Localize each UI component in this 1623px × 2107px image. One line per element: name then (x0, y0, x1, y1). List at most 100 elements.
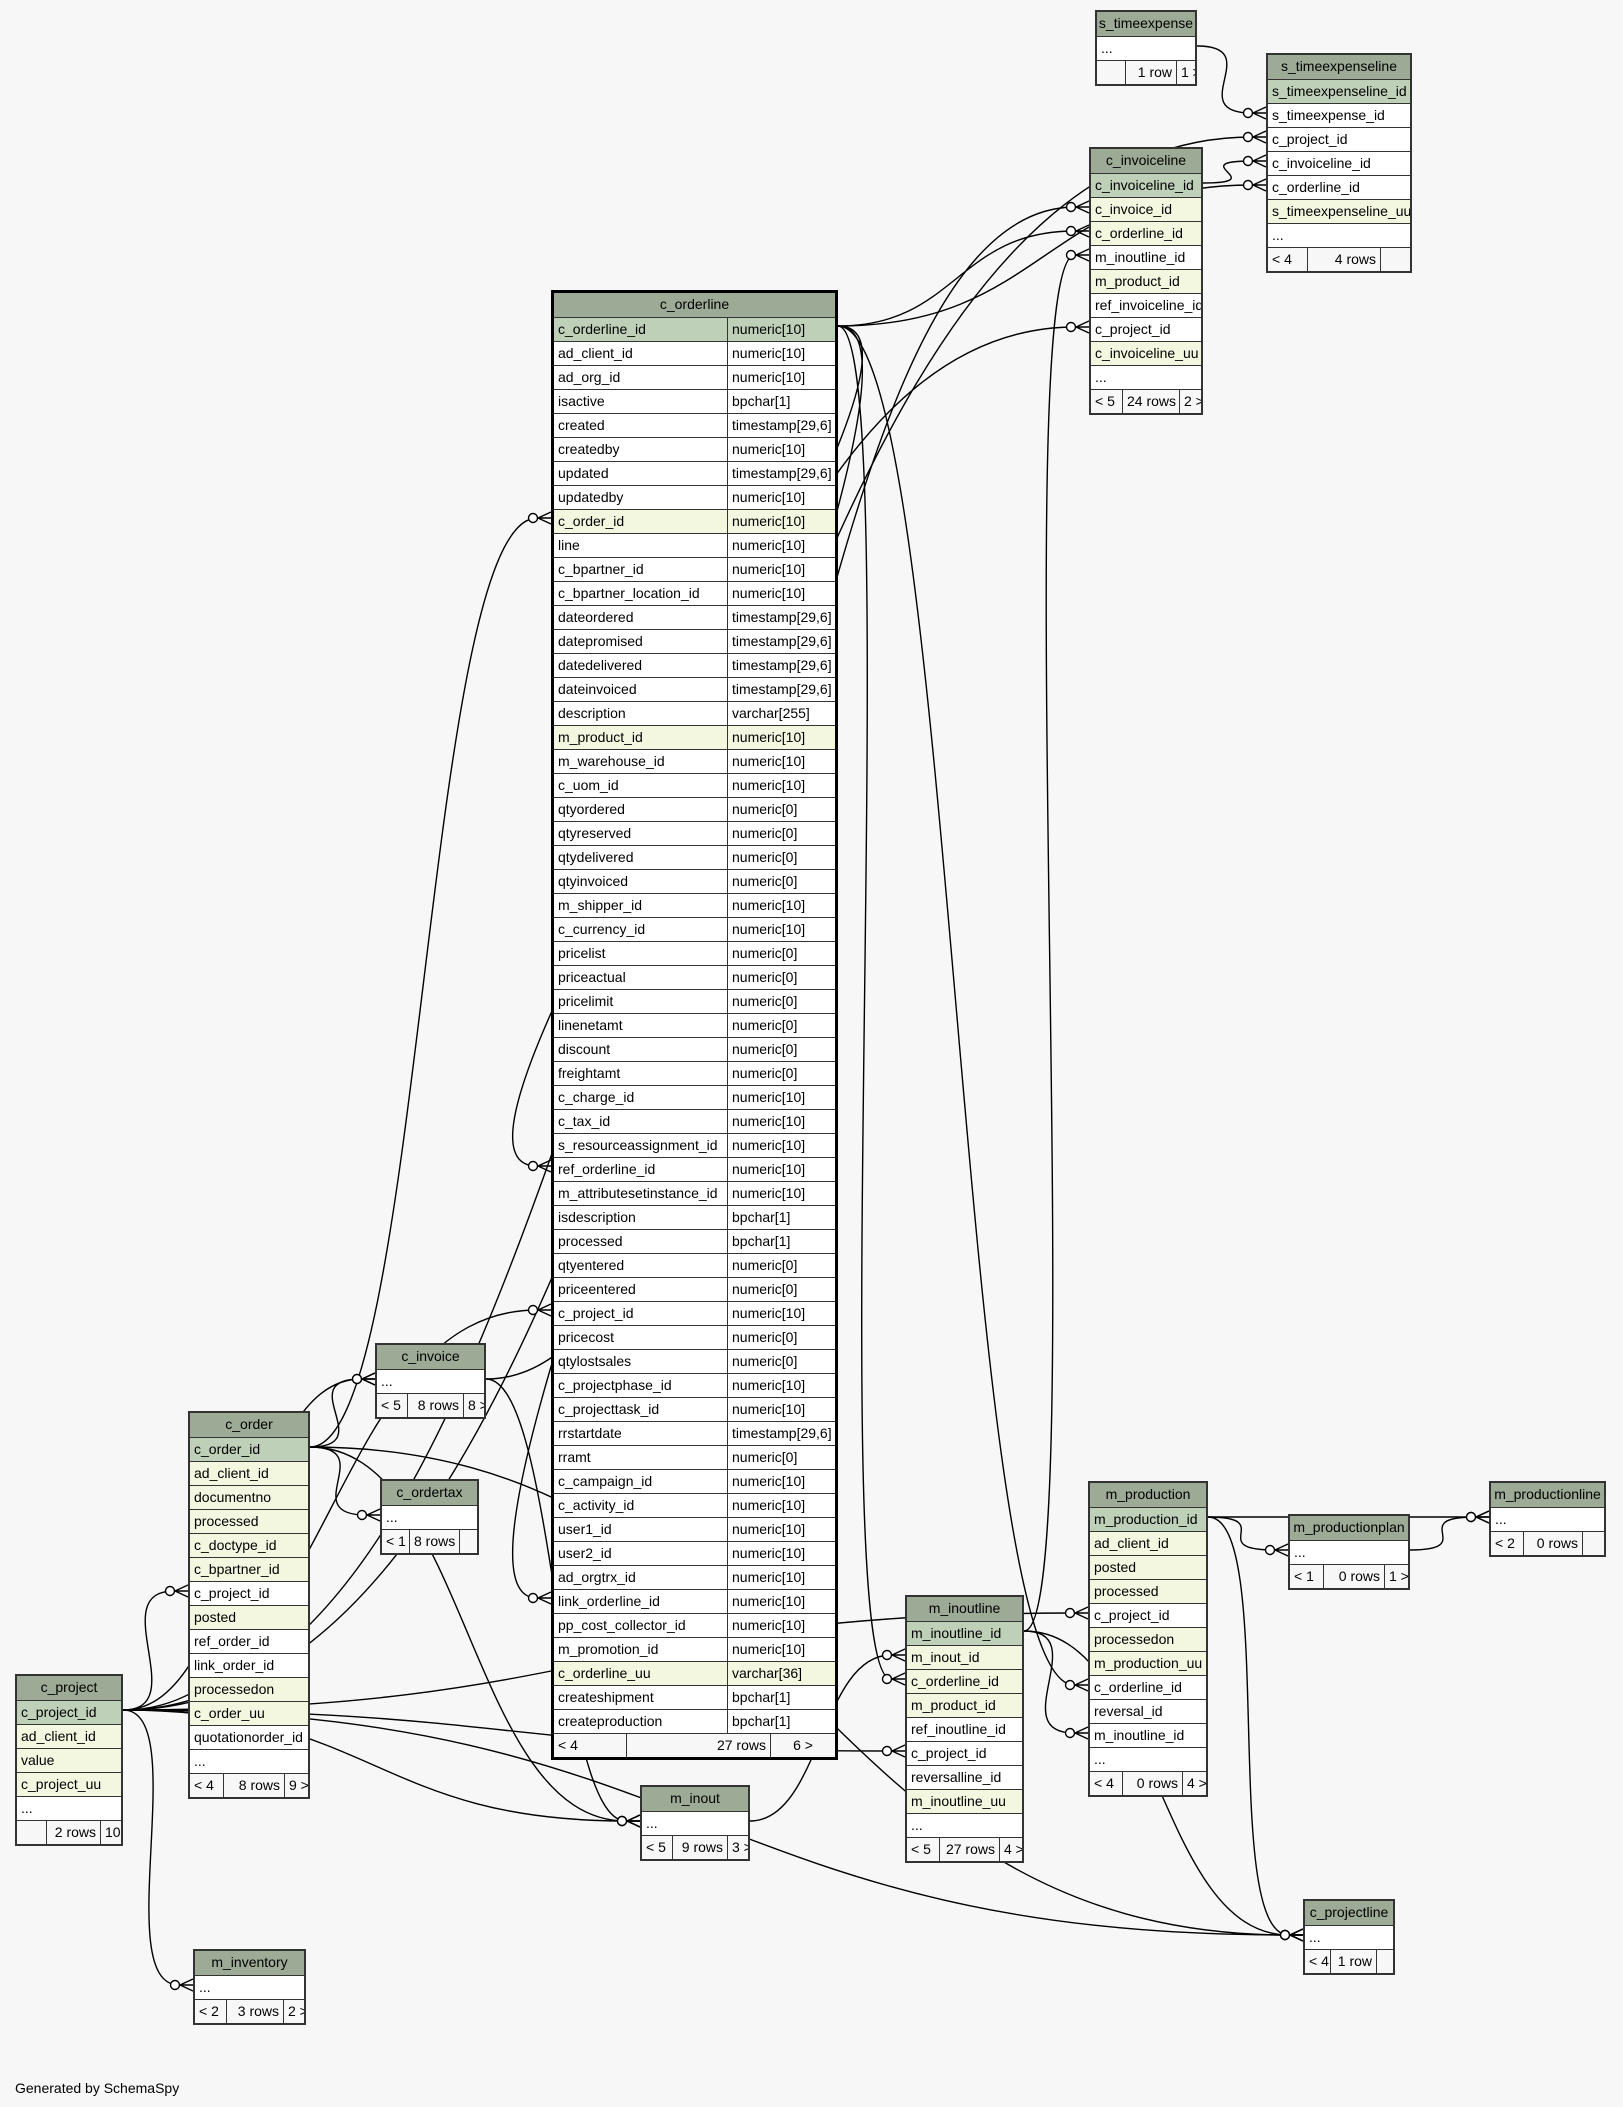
column-row[interactable]: c_project_id (17, 1700, 121, 1724)
children-link[interactable]: 10 > (100, 1821, 121, 1844)
table-title[interactable]: m_inoutline (907, 1597, 1022, 1621)
column-row[interactable]: c_order_uu (190, 1701, 308, 1725)
column-row[interactable]: c_project_id (1091, 317, 1201, 341)
column-row[interactable]: link_order_id (190, 1653, 308, 1677)
column-row[interactable]: m_production_id (1090, 1507, 1206, 1531)
more-columns-row[interactable]: ... (382, 1505, 477, 1529)
children-link[interactable] (1582, 1532, 1604, 1555)
table-title[interactable]: c_project (17, 1676, 121, 1700)
column-row[interactable]: c_bpartner_id (190, 1557, 308, 1581)
children-link[interactable] (1376, 1950, 1393, 1973)
column-row[interactable]: c_orderline_id (1268, 175, 1410, 199)
column-row[interactable]: m_production_uu (1090, 1651, 1206, 1675)
children-link[interactable]: 9 > (284, 1774, 308, 1797)
parents-link[interactable] (17, 1821, 46, 1844)
column-row[interactable]: s_timeexpenseline_uu (1268, 199, 1410, 223)
children-link[interactable]: 6 > (770, 1734, 835, 1757)
table-title[interactable]: m_inventory (195, 1951, 304, 1975)
column-row[interactable]: ad_client_id (1090, 1531, 1206, 1555)
column-row[interactable]: processedon (190, 1677, 308, 1701)
more-columns-row[interactable]: ... (1090, 1747, 1206, 1771)
column-row[interactable]: m_product_id (907, 1693, 1022, 1717)
column-row[interactable]: m_inoutline_id (907, 1621, 1022, 1645)
column-row[interactable]: c_invoiceline_uu (1091, 341, 1201, 365)
column-row[interactable]: c_project_id (1268, 127, 1410, 151)
parents-link[interactable]: < 4 (1094, 1775, 1114, 1791)
more-columns-row[interactable]: ... (1097, 36, 1195, 60)
column-row[interactable]: value (17, 1748, 121, 1772)
more-columns-row[interactable]: ... (17, 1796, 121, 1820)
children-link[interactable]: 3 > (727, 1836, 748, 1859)
column-row[interactable]: quotationorder_id (190, 1725, 308, 1749)
parents-link[interactable]: < 1 (386, 1533, 406, 1549)
column-row[interactable]: ref_inoutline_id (907, 1717, 1022, 1741)
column-row[interactable]: c_orderline_id (1090, 1675, 1206, 1699)
column-row[interactable]: s_timeexpenseline_id (1268, 79, 1410, 103)
children-link[interactable]: 8 > (463, 1394, 484, 1417)
column-row[interactable]: documentno (190, 1485, 308, 1509)
column-row[interactable]: ad_client_id (190, 1461, 308, 1485)
children-link[interactable] (1380, 248, 1410, 271)
column-row[interactable]: c_project_id (1090, 1603, 1206, 1627)
table-title[interactable]: s_timeexpense (1097, 12, 1195, 36)
column-row[interactable]: reversal_id (1090, 1699, 1206, 1723)
table-title[interactable]: c_order (190, 1413, 308, 1437)
more-columns-row[interactable]: ... (1268, 223, 1410, 247)
more-columns-row[interactable]: ... (1091, 365, 1201, 389)
column-row[interactable]: c_invoice_id (1091, 197, 1201, 221)
table-title[interactable]: c_invoiceline (1091, 149, 1201, 173)
parents-link[interactable]: < 5 (1095, 393, 1115, 409)
parents-link[interactable]: < 1 (1294, 1568, 1314, 1584)
column-row[interactable]: reversalline_id (907, 1765, 1022, 1789)
column-row[interactable]: c_project_id (190, 1581, 308, 1605)
table-title[interactable]: m_production (1090, 1483, 1206, 1507)
